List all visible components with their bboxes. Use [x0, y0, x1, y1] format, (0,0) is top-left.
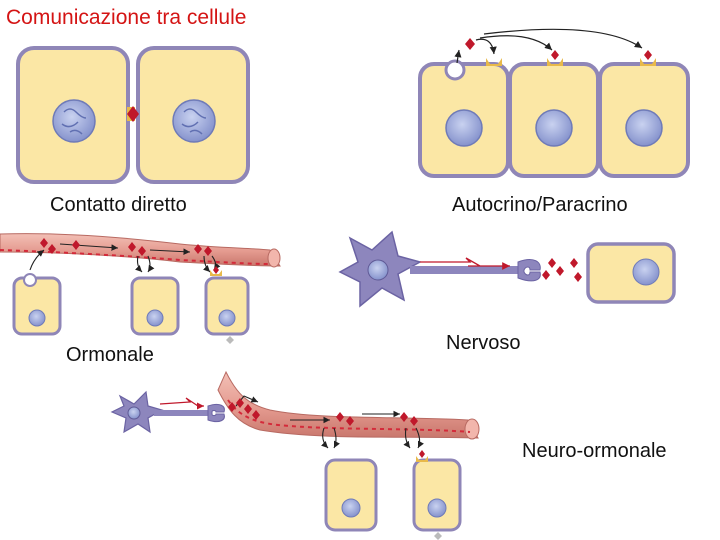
nucleus [28, 309, 46, 327]
nucleus [625, 109, 663, 147]
signal-molecule [236, 398, 244, 408]
signal-molecule [336, 412, 344, 422]
signal-molecule [213, 266, 219, 274]
signal-molecule [48, 244, 56, 254]
label-neurohormonal: Neuro-ormonale [522, 440, 667, 462]
signal-molecule [400, 412, 408, 422]
signal-molecule [644, 50, 652, 60]
nucleus [535, 109, 573, 147]
signal-molecule [138, 246, 146, 256]
label-nervous: Nervoso [446, 332, 521, 354]
signal-molecule [419, 450, 425, 458]
receptor [416, 456, 428, 462]
signal-molecule [551, 50, 559, 60]
label-autocrine-paracrine: Autocrino/Paracrino [452, 194, 628, 216]
receptor [640, 58, 656, 66]
cell [130, 276, 180, 336]
axon [410, 266, 520, 274]
nucleus [341, 498, 361, 518]
signal-molecule [346, 416, 354, 426]
nucleus [427, 498, 447, 518]
signal-molecule [204, 246, 212, 256]
signal-molecule [194, 244, 202, 254]
nucleus [52, 99, 96, 143]
direct-contact-panel [16, 46, 250, 184]
nervous-panel [338, 230, 676, 308]
signal-molecule [244, 404, 252, 414]
nucleus [172, 99, 216, 143]
nucleus [445, 109, 483, 147]
signal-molecule [127, 106, 139, 122]
nucleus [632, 258, 660, 286]
receptor [547, 58, 563, 66]
receptor [486, 58, 502, 66]
cell [586, 242, 676, 304]
axon [154, 410, 210, 416]
page-title: Comunicazione tra cellule [6, 6, 247, 29]
label-hormonal: Ormonale [66, 344, 154, 366]
signal-molecule [410, 416, 418, 426]
cell [412, 458, 462, 532]
signal-molecule [128, 242, 136, 252]
hormonal-panel [0, 233, 281, 344]
signal-molecule [570, 258, 578, 268]
secretory-vesicle [23, 273, 37, 287]
secretory-vesicle [444, 59, 466, 81]
axon-terminal [207, 403, 225, 423]
neurohormonal-panel [110, 370, 480, 540]
signal-molecule [548, 258, 556, 268]
nucleus [146, 309, 164, 327]
autocrine-paracrine-panel [418, 28, 690, 178]
signal-molecule [228, 402, 236, 412]
axon-terminal [517, 259, 541, 282]
signal-molecule [574, 272, 582, 282]
nucleus [218, 309, 236, 327]
signal-molecule [556, 266, 564, 276]
receptor [210, 270, 222, 276]
signal-molecule [252, 410, 260, 420]
signal-molecule [465, 38, 475, 50]
label-direct-contact: Contatto diretto [50, 194, 187, 216]
signal-molecule [40, 238, 48, 248]
signal-molecule [72, 240, 80, 250]
cell [12, 276, 62, 336]
cell [204, 276, 250, 336]
signal-molecule [542, 270, 550, 280]
cell [324, 458, 378, 532]
